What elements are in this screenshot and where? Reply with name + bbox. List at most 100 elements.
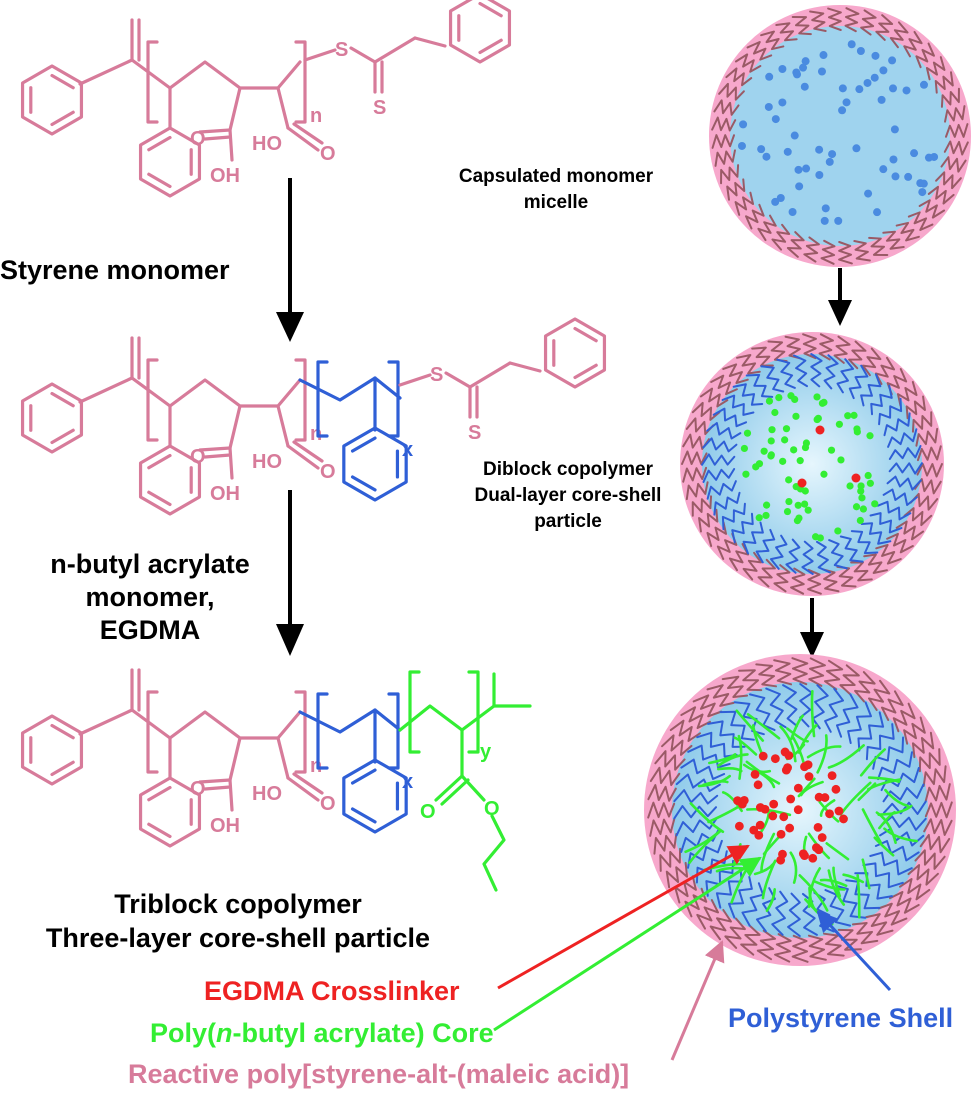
nba-monomer-dot <box>796 457 804 465</box>
surfactant-chain <box>918 199 946 219</box>
egdma-crosslink-dot <box>776 829 786 839</box>
nba-monomer-dot <box>866 479 874 487</box>
nba-monomer-dot <box>743 429 752 437</box>
surfactant-chain <box>875 14 894 41</box>
egdma-crosslink-dot <box>755 820 765 830</box>
monomer-dot <box>783 147 792 156</box>
monomer-dot <box>838 106 847 115</box>
left-arrow-2 <box>276 490 304 656</box>
pnba-chain <box>883 827 918 843</box>
nba-monomer-dot <box>813 415 821 424</box>
monomer-dot <box>871 51 880 60</box>
psma-chain <box>706 521 728 548</box>
ps-chain <box>860 522 892 545</box>
psma-chain <box>880 690 904 721</box>
pnba-chain <box>684 828 722 854</box>
monomer-dot <box>855 85 864 94</box>
ps-chain <box>793 354 808 388</box>
pnba-chain <box>857 782 877 802</box>
ring-double-bond <box>50 73 75 90</box>
ps-chain <box>877 751 913 781</box>
bond <box>292 772 324 795</box>
nba-monomer-dot <box>856 516 864 525</box>
ps-chain <box>765 687 787 729</box>
psma-chain <box>647 784 677 802</box>
surfactant-chain <box>838 240 853 265</box>
surfactant-chain <box>927 185 955 205</box>
nba-monomer-dot <box>771 408 779 417</box>
ring-double-bond <box>147 135 172 152</box>
monomer-dot <box>757 145 766 154</box>
psma-chain <box>833 335 851 364</box>
benzene-ring-ps <box>342 758 408 834</box>
psma-chain <box>757 558 776 588</box>
ps-chain <box>673 805 718 820</box>
surfactant-chain <box>786 231 805 258</box>
pnba-chain <box>733 736 758 756</box>
ps-chain <box>732 383 764 406</box>
egdma-crosslink-dot <box>753 780 763 790</box>
ring-outline <box>138 776 202 848</box>
ps-chain <box>782 684 799 728</box>
ring-double-bond <box>50 723 75 740</box>
psma-chain <box>691 495 713 517</box>
monomer-dot <box>815 145 824 154</box>
subscript-x: x <box>402 771 413 793</box>
nba-monomer-dot <box>755 514 763 522</box>
surfactant-chain <box>775 22 798 42</box>
psma-chain <box>848 340 867 370</box>
surfactant-chain <box>771 223 791 251</box>
nba-monomer-dot <box>781 436 789 444</box>
bracket-ps-right <box>387 360 400 438</box>
psma-chain <box>647 801 676 819</box>
label-diblock-line2: Dual-layer core-shell <box>475 485 662 506</box>
nba-monomer-dot <box>857 487 865 495</box>
bond <box>198 128 232 134</box>
surfactant-chain <box>713 99 740 116</box>
pnba-chain <box>856 874 861 919</box>
ps-chain <box>731 512 754 544</box>
nba-monomer-dot <box>768 426 776 434</box>
right-arrow-2 <box>800 598 824 658</box>
psma-chain <box>649 766 681 787</box>
subscript-n: n <box>310 105 322 127</box>
ring-double-bond <box>350 436 377 453</box>
monomer-dot <box>762 152 771 161</box>
ring-double-bond <box>147 453 172 470</box>
ps-chain <box>816 540 831 574</box>
nba-monomer-dot <box>859 505 868 513</box>
monomer-core <box>730 26 950 246</box>
egdma-crosslink-dot <box>778 849 787 859</box>
ps-chain <box>823 354 839 390</box>
bond <box>303 48 337 62</box>
ps-chain <box>755 528 776 564</box>
label-capsulated-line2: micelle <box>524 192 588 213</box>
ps-chain <box>810 353 823 388</box>
nba-monomer-dot <box>816 534 824 542</box>
ring-double-bond <box>50 760 75 777</box>
ps-chain <box>870 384 893 416</box>
surfactant-chain <box>803 236 820 263</box>
monomer-dot <box>870 73 879 82</box>
bond <box>198 778 232 784</box>
monomer-dot <box>919 80 928 89</box>
pnba-chain <box>878 810 896 830</box>
psma-chain <box>791 657 809 686</box>
surfactant-chain <box>720 164 740 185</box>
monomer-dot <box>765 72 774 81</box>
surfactant-chain <box>760 30 785 51</box>
pnba-chain <box>689 802 725 834</box>
ps-chain <box>680 758 726 780</box>
pointer-arrow-pnba <box>493 856 762 1032</box>
psma-chain <box>685 417 715 436</box>
nba-monomer-dot <box>762 511 770 520</box>
ps-chain <box>741 882 765 927</box>
ps-chain <box>828 539 848 570</box>
bond <box>198 446 232 452</box>
ring-double-bond <box>478 38 503 55</box>
subscript-x: x <box>402 439 413 461</box>
ring-double-bond <box>50 428 75 445</box>
surfactant-chain <box>711 116 737 132</box>
monomer-dot <box>799 63 808 72</box>
egdma-crosslink-dot <box>793 783 803 793</box>
